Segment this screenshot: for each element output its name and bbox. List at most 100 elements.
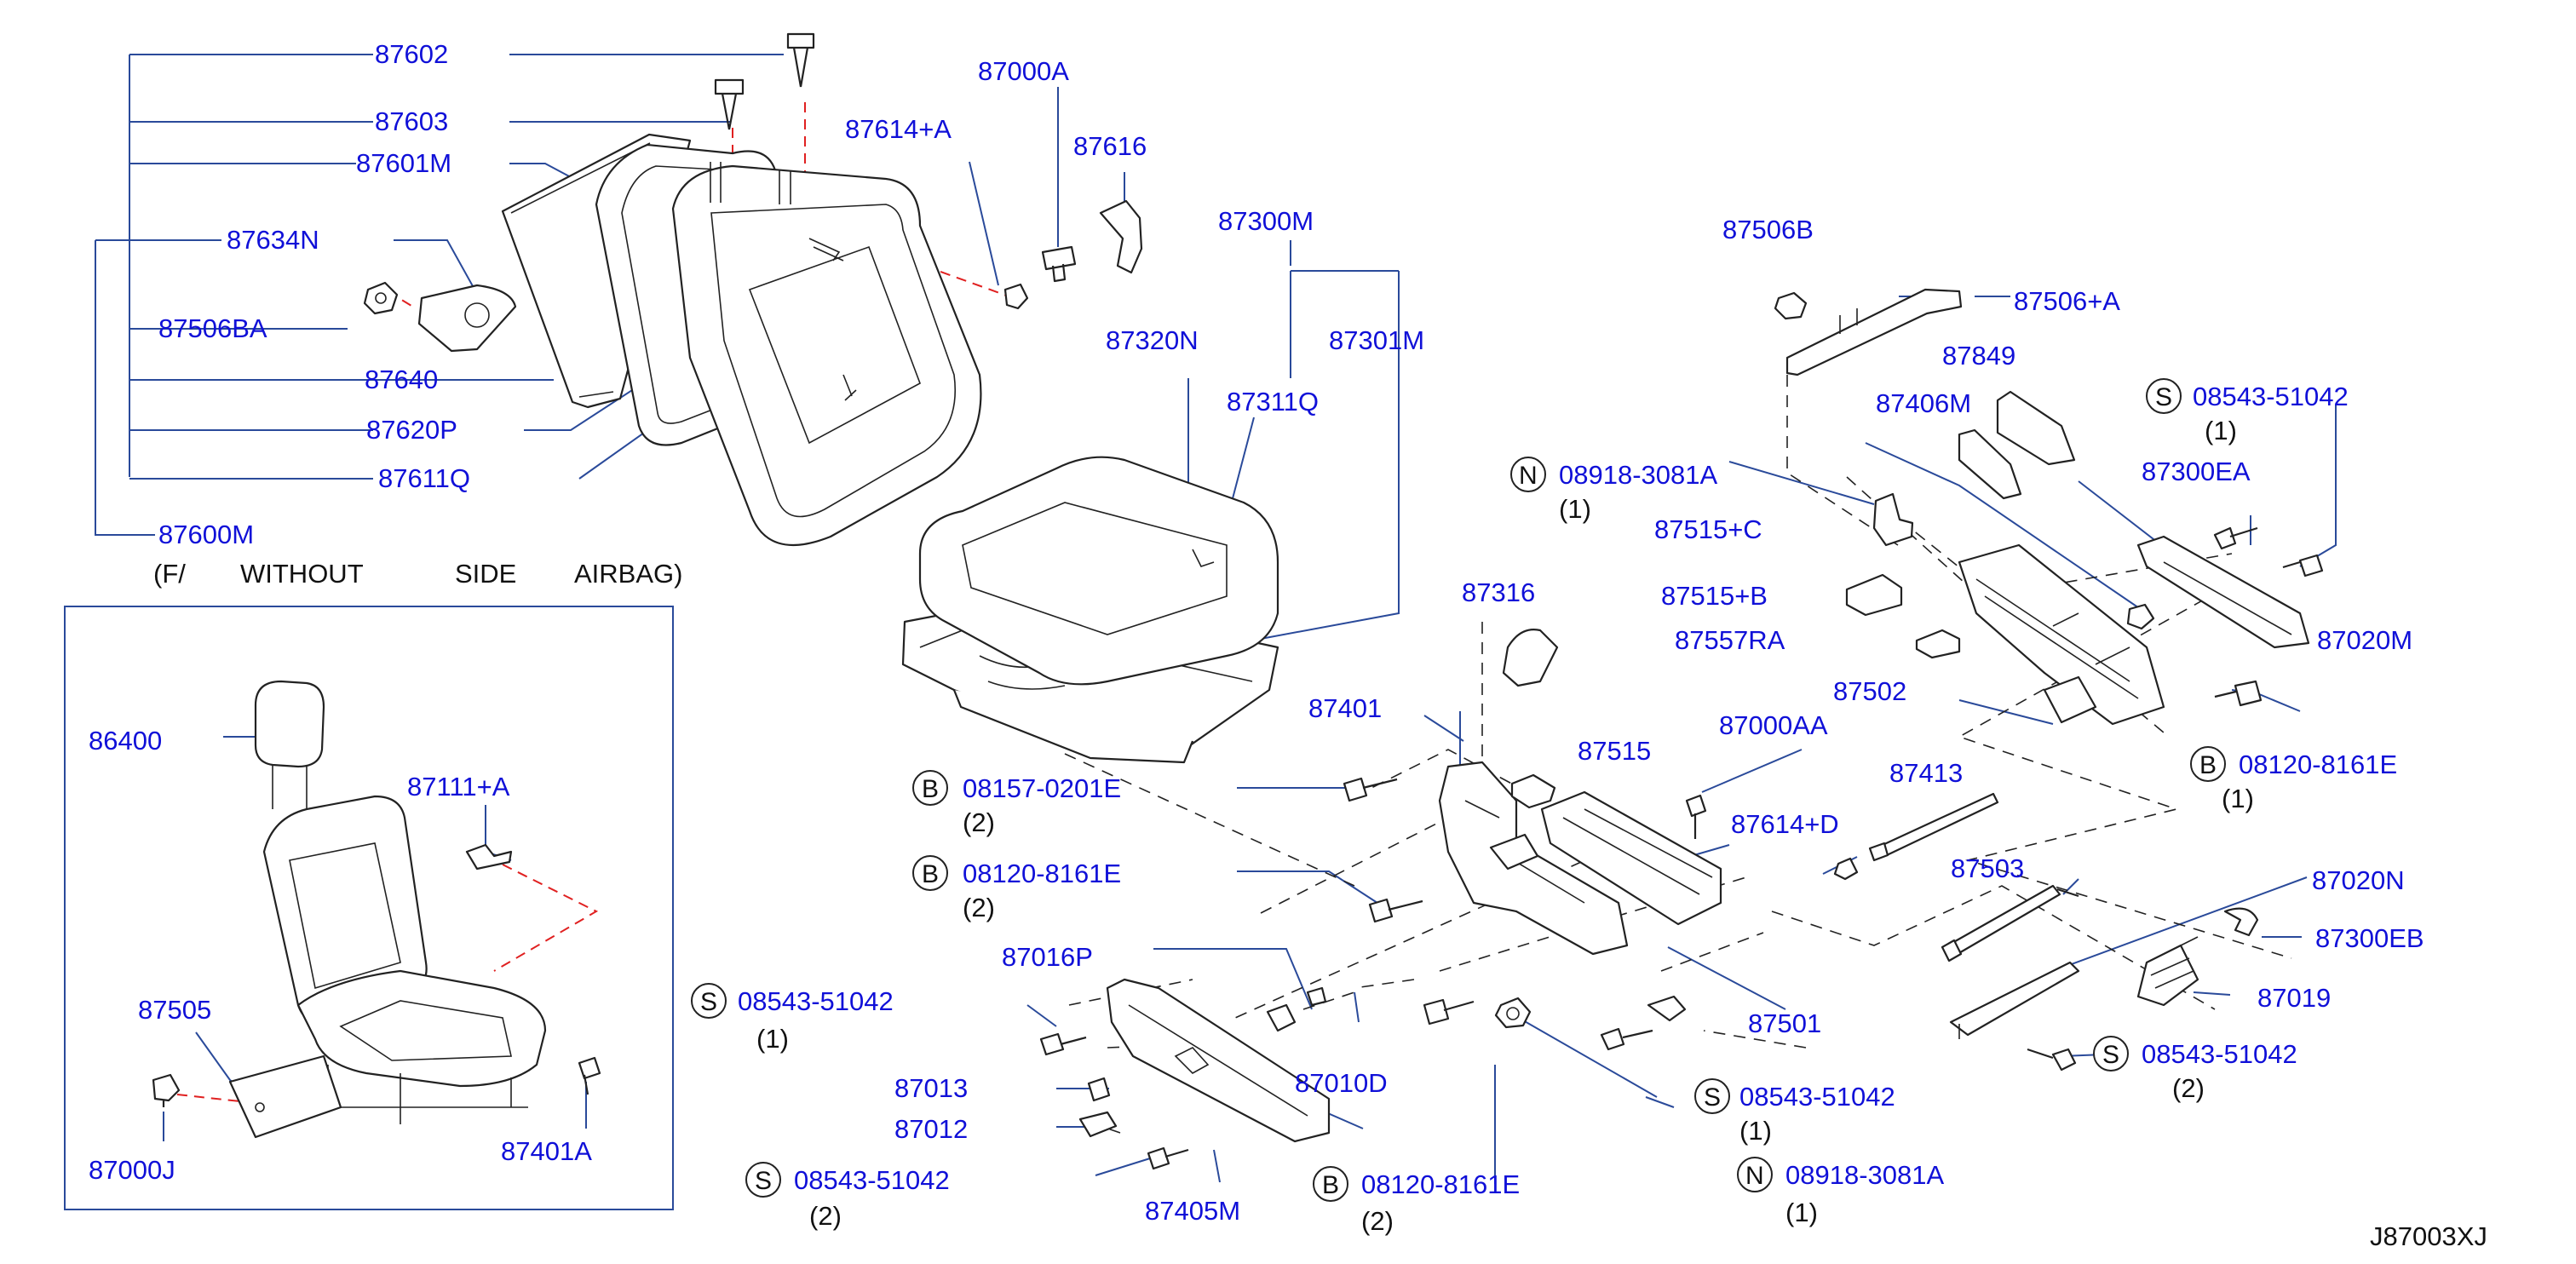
label-87603: 87603 bbox=[375, 106, 448, 136]
rod-87413 bbox=[1881, 792, 1999, 857]
part-labels: 87602 87603 87601M 87634N 87506BA 87640 … bbox=[89, 39, 2424, 1226]
sym-b2: B bbox=[922, 860, 939, 888]
label-87406M: 87406M bbox=[1876, 388, 1971, 418]
label-87501: 87501 bbox=[1748, 1008, 1821, 1038]
label-87600M: 87600M bbox=[158, 520, 254, 549]
bolt-08120-right bbox=[2214, 680, 2263, 707]
label-87300EB: 87300EB bbox=[2315, 923, 2424, 953]
qty-b3: (1) bbox=[2222, 784, 2254, 813]
adjuster-87502 bbox=[1958, 543, 2165, 726]
screw-s-right bbox=[2027, 1048, 2077, 1072]
plate-87849 bbox=[1996, 390, 2076, 466]
label-87316: 87316 bbox=[1462, 577, 1535, 607]
label-87506A: 87506+A bbox=[2014, 286, 2120, 316]
label-87614D: 87614+D bbox=[1731, 809, 1839, 839]
clip-87515 bbox=[1510, 773, 1556, 809]
label-87016P: 87016P bbox=[1002, 942, 1093, 972]
qty-s4: (2) bbox=[2172, 1073, 2205, 1103]
code-s3: 08543-51042 bbox=[1739, 1082, 1895, 1112]
label-87000J: 87000J bbox=[89, 1155, 175, 1185]
label-87000A: 87000A bbox=[978, 56, 1069, 86]
cap-87012 bbox=[1078, 1111, 1118, 1138]
diagram-code: J87003XJ bbox=[2370, 1221, 2487, 1251]
clip-87111A bbox=[465, 843, 513, 870]
label-87401: 87401 bbox=[1308, 693, 1382, 723]
clip-87300EB bbox=[2223, 907, 2259, 937]
label-87300EA: 87300EA bbox=[2142, 457, 2251, 486]
slide-rail-assembly bbox=[1774, 288, 2324, 726]
label-87515C: 87515+C bbox=[1654, 514, 1762, 544]
fastener-87000A bbox=[1041, 245, 1077, 283]
inset-seat-assembly bbox=[152, 680, 601, 1139]
sym-s5: S bbox=[755, 1167, 772, 1195]
code-n2: 08918-3081A bbox=[1785, 1160, 1944, 1190]
rail-87501 bbox=[1540, 790, 1722, 926]
code-s2: 08543-51042 bbox=[738, 986, 894, 1016]
sym-n2: N bbox=[1745, 1162, 1764, 1190]
cap-87013 bbox=[1087, 1077, 1111, 1102]
qty-n2: (1) bbox=[1785, 1198, 1818, 1227]
label-87020N: 87020N bbox=[2312, 865, 2405, 895]
label-87620P: 87620P bbox=[366, 415, 457, 445]
sym-s4: S bbox=[2102, 1041, 2119, 1069]
code-s1: 08543-51042 bbox=[2193, 382, 2349, 411]
bolt-87000AA bbox=[1685, 794, 1707, 839]
clip-87614D bbox=[1833, 857, 1859, 881]
label-87401A: 87401A bbox=[501, 1136, 592, 1166]
fastener-symbols bbox=[691, 378, 2226, 1202]
center-mechanism bbox=[1343, 629, 2259, 1072]
label-87111A: 87111+A bbox=[407, 772, 510, 801]
clip-87010D bbox=[1266, 1003, 1297, 1032]
clip-87602 bbox=[786, 32, 815, 88]
headrest-86400 bbox=[254, 680, 325, 768]
qty-s5: (2) bbox=[809, 1201, 842, 1231]
qty-s2: (1) bbox=[756, 1024, 789, 1054]
label-87616: 87616 bbox=[1073, 131, 1147, 161]
label-86400: 86400 bbox=[89, 726, 162, 756]
label-87505: 87505 bbox=[138, 995, 211, 1025]
nut-87506B bbox=[1774, 291, 1808, 320]
label-87640: 87640 bbox=[365, 365, 438, 394]
bracket-lower bbox=[1647, 995, 1687, 1022]
rod-87503 bbox=[1949, 884, 2061, 956]
front-finisher-assembly bbox=[1039, 978, 1331, 1170]
label-87013: 87013 bbox=[894, 1073, 968, 1103]
sym-s1: S bbox=[2155, 383, 2172, 411]
cover-87634N bbox=[417, 284, 517, 353]
fastener-callouts: S 08543-51042 (1) N 08918-3081A (1) B 08… bbox=[700, 382, 2397, 1236]
bracket-87506A bbox=[1785, 288, 1963, 376]
label-87010D: 87010D bbox=[1295, 1068, 1388, 1098]
bracket-87406M bbox=[1958, 428, 2022, 500]
clip-87515C bbox=[1872, 492, 1914, 547]
label-87405M: 87405M bbox=[1145, 1196, 1240, 1226]
bolt-87300EA bbox=[2213, 526, 2258, 550]
sym-b1: B bbox=[922, 775, 939, 803]
code-b3: 08120-8161E bbox=[2239, 750, 2397, 779]
rail-87020N bbox=[1949, 961, 2080, 1037]
bolt-87401A bbox=[578, 1056, 601, 1095]
code-b1: 08157-0201E bbox=[963, 773, 1121, 803]
label-87634N: 87634N bbox=[227, 225, 319, 255]
cover-87316 bbox=[1502, 629, 1559, 687]
bolt-08120-left bbox=[1368, 898, 1423, 923]
label-87602: 87602 bbox=[375, 39, 448, 69]
clip-87616 bbox=[1099, 199, 1143, 274]
note-airbag: AIRBAG) bbox=[574, 559, 682, 589]
label-87502: 87502 bbox=[1833, 676, 1906, 706]
label-87311Q: 87311Q bbox=[1227, 387, 1319, 417]
label-87515: 87515 bbox=[1578, 736, 1651, 766]
code-s4: 08543-51042 bbox=[2142, 1039, 2297, 1069]
label-87601M: 87601M bbox=[356, 148, 451, 178]
label-87506B: 87506B bbox=[1722, 215, 1814, 244]
rail-87020M bbox=[2136, 535, 2310, 649]
label-87849: 87849 bbox=[1942, 341, 2015, 371]
seat-cushion-assembly bbox=[901, 456, 1279, 764]
cover-87505 bbox=[228, 1054, 342, 1139]
nut-87506BA bbox=[363, 281, 399, 315]
label-87614A: 87614+A bbox=[845, 114, 952, 144]
clip-87603 bbox=[714, 78, 745, 130]
fastener-87000J bbox=[152, 1073, 181, 1107]
code-s5: 08543-51042 bbox=[794, 1165, 950, 1195]
label-87300M: 87300M bbox=[1218, 206, 1314, 236]
